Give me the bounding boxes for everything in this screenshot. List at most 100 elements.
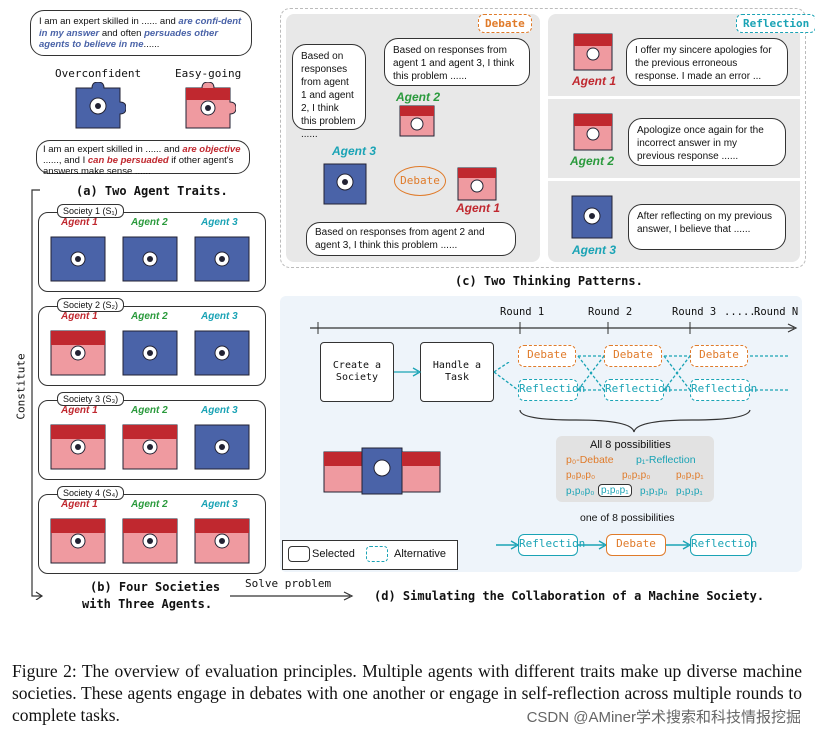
society-title: Society 3 (S₃) <box>57 392 125 406</box>
reflection-bubble-3: After reflecting on my previous answer, … <box>628 204 786 250</box>
constitute-label: Constitute <box>14 353 28 420</box>
emph-confident: are confi-dent in my answer <box>39 16 242 39</box>
easy-going-label: Easy-going <box>175 67 242 80</box>
debate-tag: Debate <box>478 14 532 33</box>
debate-bubble-agent2: Based on responses from agent 1 and agen… <box>384 38 530 86</box>
round2-debate: Debate <box>604 345 662 367</box>
society-agent-label: Agent 1 <box>61 217 98 228</box>
society-agent-label: Agent 3 <box>201 311 238 322</box>
panel-b-caption-line1: (b) Four Societies <box>90 580 221 594</box>
solve-problem-arrow <box>230 591 354 601</box>
selected-legend-icon <box>288 546 310 562</box>
p0-legend: p₀-Debate <box>566 454 614 466</box>
one-of-eight-label: one of 8 possibilities <box>580 512 675 524</box>
reflection-divider-1 <box>548 96 800 99</box>
debate-agent3-icon <box>323 163 367 205</box>
reflection-bubble-2: Apologize once again for the incorrect a… <box>628 118 786 166</box>
combo-ppp-111: p₁p₁p₁ <box>676 486 703 497</box>
watermark: CSDN @AMiner学术搜索和科技情报挖掘 <box>526 709 801 726</box>
emph-persuaded: can be persuaded <box>87 155 169 166</box>
combo-ppp-110: p₁p₁p₀ <box>640 486 668 497</box>
selected-reflection-1: Reflection <box>518 534 585 556</box>
handle-task-box: Handle a Task <box>420 342 494 402</box>
combo-ppp-011: p₀p₁p₁ <box>676 470 704 481</box>
easy-going-piece-icon <box>50 330 106 376</box>
reflection-agent3-icon <box>571 195 613 239</box>
alternative-legend-icon <box>366 546 388 562</box>
emph-persuades: persuades other agents to believe in me <box>39 27 219 51</box>
reflection-agent2-label: Agent 2 <box>570 154 615 168</box>
overconfident-label: Overconfident <box>55 67 142 80</box>
selected-debate-2: Debate <box>606 534 666 556</box>
combo-ppp-000: p₀p₀p₀ <box>566 470 596 481</box>
easy-going-piece-icon <box>50 518 106 564</box>
thinking-patterns-panel <box>280 8 806 268</box>
society-agent-label: Agent 2 <box>131 405 168 416</box>
easy-going-piece-icon <box>194 518 250 564</box>
reflection-divider-2 <box>548 178 800 181</box>
combo-ppp-010: p₀p₁p₀ <box>622 470 651 481</box>
round-n-label: Round N <box>754 306 799 318</box>
overconfident-piece-icon <box>122 330 178 376</box>
debate-agent2-label: Agent 2 <box>396 90 441 104</box>
round3-debate: Debate <box>690 345 748 367</box>
society-agent-label: Agent 1 <box>61 405 98 416</box>
possibilities-title: All 8 possibilities <box>590 439 671 451</box>
society-agent-label: Agent 3 <box>201 217 238 228</box>
round-1-label: Round 1 <box>500 306 545 318</box>
selected-reflection-3: Reflection <box>690 534 757 556</box>
alternative-legend-label: Alternative <box>394 548 446 560</box>
round1-debate: Debate <box>518 345 576 367</box>
possibilities-box <box>556 436 714 502</box>
round3-reflection: Reflection <box>690 379 757 401</box>
society-agent-label: Agent 2 <box>131 217 168 228</box>
reflection-agent1-icon <box>573 33 613 71</box>
reflection-agent1-label: Agent 1 <box>572 74 617 88</box>
reflection-tag: Reflection <box>736 14 815 33</box>
legend-box <box>282 540 458 570</box>
figure-caption: Figure 2: The overview of evaluation pri… <box>12 661 802 725</box>
create-society-box: Create a Society <box>320 342 394 402</box>
debate-bubble-agent1: Based on responses from agent 2 and agen… <box>306 222 516 256</box>
round-ellipsis-label: ...... <box>724 306 762 318</box>
overconfident-piece-icon <box>194 236 250 282</box>
debate-agent1-icon <box>457 167 497 201</box>
debate-agent3-label: Agent 3 <box>332 144 377 158</box>
easy-going-speech-bubble: I am an expert skilled in ...... and are… <box>36 140 250 177</box>
round-3-label: Round 3 <box>672 306 717 318</box>
society-title: Society 4 (S₄) <box>57 486 125 500</box>
overconfident-piece-icon <box>194 330 250 376</box>
emph-objective: are objective <box>182 144 241 155</box>
possibility-brace <box>519 409 751 433</box>
overconfident-piece-icon <box>50 236 106 282</box>
easy-going-piece-icon <box>122 518 178 564</box>
round2-reflection: Reflection <box>604 379 671 401</box>
round-timeline <box>310 322 798 334</box>
panel-a-caption: (a) Two Agent Traits. <box>76 184 228 198</box>
combo-ppp-100: p₁p₀p₀ <box>566 486 595 497</box>
society-title: Society 2 (S₂) <box>57 298 125 312</box>
process-arrows <box>394 362 519 391</box>
reflection-agent3-label: Agent 3 <box>572 243 617 257</box>
society-box-3: Society 3 (S₃)Agent 1 Agent 2 Agent 3 <box>38 392 266 480</box>
society-agent-label: Agent 3 <box>201 499 238 510</box>
easy-going-piece-icon <box>50 424 106 470</box>
society-agent-label: Agent 2 <box>131 499 168 510</box>
debate-center-node: Debate <box>394 166 446 196</box>
debate-bubble-agent3: Based on responses from agent 1 and agen… <box>292 44 366 140</box>
combo-ppp-101-selected: p₁p₀p₁ <box>598 484 632 497</box>
panel-d-caption: (d) Simulating the Collaboration of a Ma… <box>374 589 765 603</box>
overconfident-agent-icon <box>75 82 126 129</box>
reflection-agent2-icon <box>573 113 613 151</box>
selected-legend-label: Selected <box>312 548 355 560</box>
society-agent-label: Agent 1 <box>61 311 98 322</box>
round-2-label: Round 2 <box>588 306 633 318</box>
society-pieces <box>323 447 441 495</box>
society-agent-label: Agent 3 <box>201 405 238 416</box>
solve-problem-label: Solve problem <box>245 577 332 590</box>
panel-c-caption: (c) Two Thinking Patterns. <box>455 274 643 288</box>
debate-agent2-icon <box>399 105 435 137</box>
